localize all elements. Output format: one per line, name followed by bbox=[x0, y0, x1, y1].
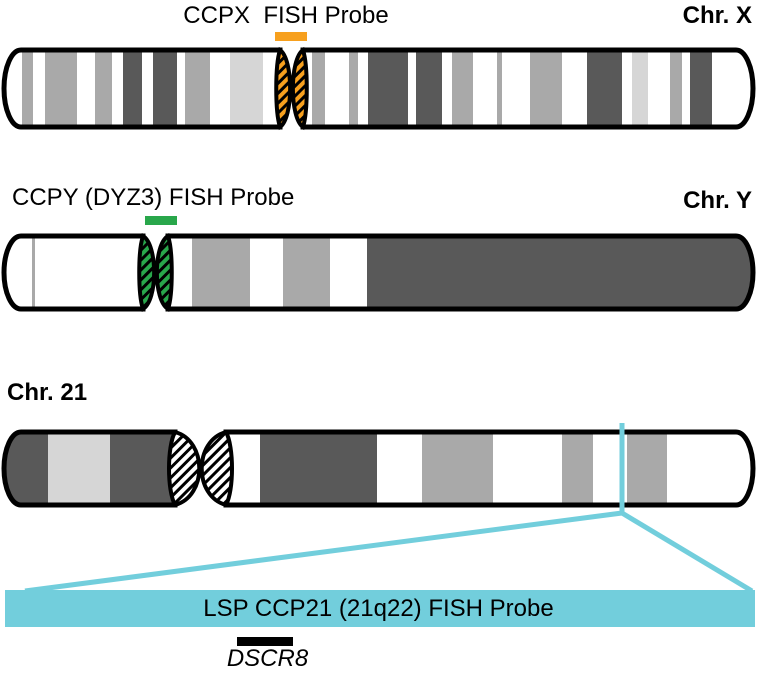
cytogenetic-band bbox=[185, 50, 210, 127]
cytogenetic-band bbox=[632, 50, 648, 127]
x-probe-bar bbox=[275, 32, 307, 41]
chr-21-title: Chr. 21 bbox=[7, 379, 88, 406]
cytogenetic-band bbox=[210, 50, 230, 127]
cytogenetic-band bbox=[648, 50, 670, 127]
chr-y-title: Chr. Y bbox=[683, 187, 752, 214]
cytogenetic-band bbox=[502, 50, 530, 127]
chromosome-x-ideogram-p-arm-outline bbox=[1, 47, 283, 130]
cytogenetic-band bbox=[408, 50, 416, 127]
lsp-ccp21-probe-label: LSP CCP21 (21q22) FISH Probe bbox=[203, 595, 554, 622]
chromosome-y-ideogram-centromere bbox=[154, 233, 174, 312]
cytogenetic-band bbox=[622, 50, 632, 127]
cytogenetic-band bbox=[4, 432, 48, 505]
cytogenetic-band bbox=[22, 50, 33, 127]
cytogenetic-band bbox=[112, 50, 123, 127]
chromosome-y-ideogram-centromere bbox=[137, 233, 157, 312]
chromosome-21-ideogram-bands bbox=[4, 432, 753, 505]
cytogenetic-band bbox=[123, 50, 142, 127]
cytogenetic-band bbox=[497, 50, 502, 127]
cytogenetic-band bbox=[283, 236, 330, 309]
dscr8-gene-bar bbox=[237, 637, 293, 646]
ccpy-probe-label: CCPY (DYZ3) FISH Probe bbox=[12, 184, 295, 211]
cytogenetic-band bbox=[325, 50, 349, 127]
cytogenetic-band bbox=[562, 432, 593, 505]
cytogenetic-band bbox=[177, 50, 185, 127]
chromosome-y-ideogram-q-arm-outline bbox=[165, 233, 756, 312]
y-probe-bar bbox=[145, 216, 177, 225]
chromosome-21-ideogram-p-arm-outline bbox=[1, 429, 178, 508]
cytogenetic-band bbox=[473, 50, 497, 127]
cytogenetic-band bbox=[493, 432, 562, 505]
cytogenetic-band bbox=[416, 50, 442, 127]
cytogenetic-band bbox=[312, 50, 325, 127]
cytogenetic-band bbox=[422, 432, 493, 505]
cytogenetic-band bbox=[48, 432, 110, 505]
chromosome-y-ideogram bbox=[1, 233, 756, 312]
cytogenetic-band bbox=[587, 50, 622, 127]
cytogenetic-band bbox=[670, 50, 682, 127]
chromosome-21-ideogram bbox=[1, 429, 756, 508]
ccpx-probe-label: CCPX FISH Probe bbox=[183, 2, 389, 29]
cytogenetic-band bbox=[33, 50, 45, 127]
cytogenetic-band bbox=[260, 432, 377, 505]
cytogenetic-band bbox=[32, 236, 35, 309]
dscr8-gene-label: DSCR8 bbox=[226, 645, 309, 672]
cytogenetic-band bbox=[367, 236, 753, 309]
cytogenetic-band bbox=[452, 50, 473, 127]
cytogenetic-band bbox=[530, 50, 562, 127]
cytogenetic-band bbox=[142, 50, 153, 127]
callout-right-diagonal bbox=[620, 510, 754, 594]
cytogenetic-band bbox=[627, 432, 667, 505]
chr21-zoom-callout bbox=[5, 423, 755, 627]
cytogenetic-band bbox=[690, 50, 712, 127]
cytogenetic-band bbox=[250, 236, 283, 309]
chromosome-21-ideogram-q-arm-outline bbox=[223, 429, 756, 508]
callout-left-diagonal bbox=[24, 510, 623, 594]
cytogenetic-band bbox=[45, 50, 77, 127]
chromosome-x-ideogram-q-arm-outline bbox=[300, 47, 756, 130]
cytogenetic-band bbox=[368, 50, 408, 127]
cytogenetic-band bbox=[377, 432, 422, 505]
cytogenetic-band bbox=[562, 50, 587, 127]
cytogenetic-band bbox=[349, 50, 358, 127]
chromosome-21-ideogram-centromere bbox=[199, 429, 234, 508]
chromosome-21-ideogram-centromere bbox=[167, 429, 202, 508]
chromosome-x-ideogram-centromere bbox=[274, 46, 293, 131]
chromosome-y-ideogram-bands bbox=[4, 236, 753, 309]
cytogenetic-band bbox=[110, 432, 175, 505]
cytogenetic-band bbox=[682, 50, 690, 127]
cytogenetic-band bbox=[442, 50, 452, 127]
chromosome-y-ideogram-p-arm-outline bbox=[1, 233, 146, 312]
cytogenetic-band bbox=[77, 50, 95, 127]
cytogenetic-band bbox=[330, 236, 367, 309]
cytogenetic-band bbox=[192, 236, 250, 309]
cytogenetic-band bbox=[230, 50, 263, 127]
cytogenetic-band bbox=[153, 50, 177, 127]
cytogenetic-band bbox=[95, 50, 112, 127]
chr-x-title: Chr. X bbox=[682, 2, 752, 29]
chromosome-x-ideogram-bands bbox=[4, 50, 753, 127]
cytogenetic-band bbox=[667, 432, 753, 505]
probe-21-band bbox=[5, 590, 755, 627]
chromosome-x-ideogram-centromere bbox=[290, 46, 309, 131]
cytogenetic-band bbox=[35, 236, 143, 309]
chromosome-x-ideogram bbox=[1, 46, 756, 131]
cytogenetic-band bbox=[358, 50, 368, 127]
